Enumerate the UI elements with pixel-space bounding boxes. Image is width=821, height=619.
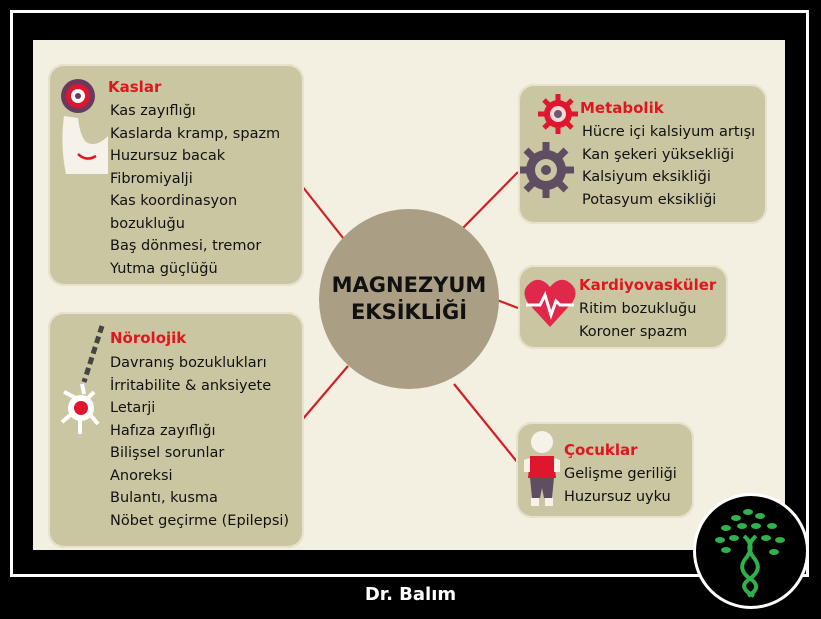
list-item: Yutma güçlüğü bbox=[110, 260, 218, 277]
list-item: Nöbet geçirme (Epilepsi) bbox=[110, 512, 290, 529]
connector-norolojik bbox=[301, 365, 349, 421]
kardiyo-title: Kardiyovasküler bbox=[579, 276, 717, 294]
connector-cocuklar bbox=[453, 383, 519, 464]
box-norolojik: Nörolojik Davranış bozuklukları İrritabi… bbox=[48, 312, 304, 548]
list-item: Hücre içi kalsiyum artışı bbox=[582, 124, 756, 140]
kardiyo-list: Ritim bozukluğu Koroner spazm bbox=[579, 298, 696, 343]
center-circle: MAGNEZYUM EKSİKLİĞİ bbox=[319, 209, 499, 389]
list-item: Kaslarda kramp, spazm bbox=[110, 125, 281, 142]
list-item: Bilişsel sorunlar bbox=[110, 445, 225, 461]
box-kaslar: Kaslar Kas zayıflığı Kaslarda kramp, spa… bbox=[48, 64, 304, 286]
norolojik-title: Nörolojik bbox=[110, 329, 187, 347]
list-item: Huzursuz bacak bbox=[110, 148, 226, 164]
list-item: Kan şekeri yüksekliği bbox=[582, 146, 735, 163]
kaslar-title: Kaslar bbox=[108, 78, 162, 96]
list-item: Fibromiyalji bbox=[110, 170, 193, 187]
norolojik-list: Davranış bozuklukları İrritabilite & ank… bbox=[110, 352, 289, 532]
neuron-icon bbox=[60, 325, 105, 434]
list-item: Huzursuz uyku bbox=[564, 488, 671, 505]
logo bbox=[693, 493, 809, 609]
box-kardiyovaskuler: Kardiyovasküler Ritim bozukluğu Koroner … bbox=[518, 265, 728, 349]
connector-kardiyo bbox=[496, 298, 519, 310]
center-title-line1: MAGNEZYUM bbox=[331, 273, 487, 297]
center-title-line2: EKSİKLİĞİ bbox=[350, 300, 468, 324]
list-item: Davranış bozuklukları bbox=[110, 355, 267, 371]
list-item: bozukluğu bbox=[110, 215, 185, 232]
list-item: Ritim bozukluğu bbox=[579, 301, 697, 317]
list-item: Potasyum eksikliği bbox=[582, 191, 717, 208]
tree-dna-logo-icon bbox=[715, 509, 785, 598]
child-icon bbox=[524, 431, 560, 506]
list-item: Gelişme geriliği bbox=[564, 466, 677, 482]
metabolik-list: Hücre içi kalsiyum artışı Kan şekeri yük… bbox=[582, 121, 755, 211]
list-item: Hafıza zayıflığı bbox=[110, 422, 216, 439]
footer-author: Dr. Balım bbox=[364, 584, 457, 605]
heart-pulse-icon bbox=[524, 279, 576, 327]
list-item: Kalsiyum eksikliği bbox=[582, 169, 711, 185]
list-item: Baş dönmesi, tremor bbox=[110, 238, 262, 254]
list-item: Koroner spazm bbox=[579, 323, 688, 340]
muscle-icon bbox=[61, 79, 108, 174]
list-item: Kas koordinasyon bbox=[110, 193, 238, 209]
box-cocuklar: Çocuklar Gelişme geriliği Huzursuz uyku bbox=[516, 422, 694, 518]
list-item: Letarji bbox=[110, 400, 156, 416]
connector-kaslar bbox=[301, 185, 348, 244]
list-item: Anoreksi bbox=[110, 467, 173, 484]
gears-icon bbox=[520, 94, 578, 198]
connector-metabolik bbox=[454, 171, 519, 237]
box-metabolik: Metabolik Hücre içi kalsiyum artışı Kan … bbox=[518, 84, 767, 224]
metabolik-title: Metabolik bbox=[580, 99, 664, 117]
list-item: Kas zayıflığı bbox=[110, 103, 196, 119]
cocuklar-list: Gelişme geriliği Huzursuz uyku bbox=[564, 463, 677, 508]
kaslar-list: Kas zayıflığı Kaslarda kramp, spazm Huzu… bbox=[110, 100, 280, 280]
cocuklar-title: Çocuklar bbox=[564, 441, 638, 459]
list-item: İrritabilite & anksiyete bbox=[110, 377, 272, 394]
list-item: Bulantı, kusma bbox=[110, 490, 218, 506]
